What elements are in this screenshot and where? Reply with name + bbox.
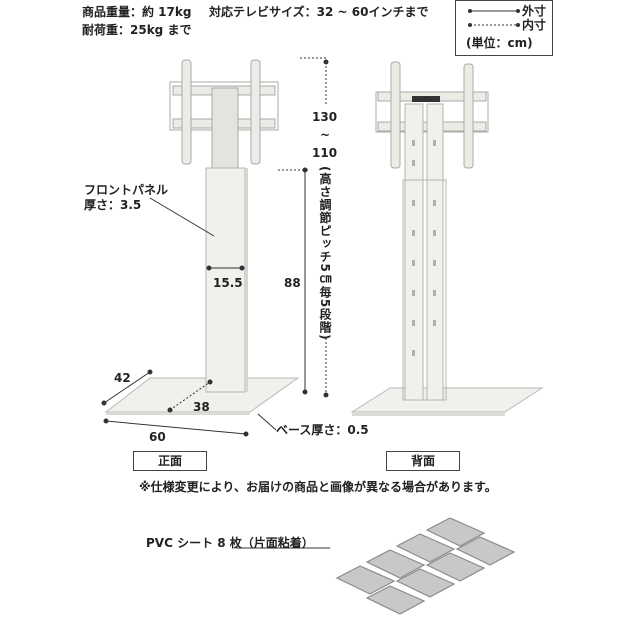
back-view-label-box: 背面 bbox=[386, 451, 460, 471]
back-stand bbox=[350, 61, 544, 416]
spec-weight: 商品重量：約 17kg bbox=[82, 5, 192, 19]
back-base-edge bbox=[352, 412, 505, 416]
dim-height-min: 110 bbox=[312, 146, 338, 160]
pvc-tile-3 bbox=[455, 536, 516, 566]
spec-tv-size: 対応テレビサイズ：32 ~ 60インチまで bbox=[209, 5, 429, 19]
legend-unit: (単位：cm) bbox=[466, 36, 533, 50]
legend-outer: 外寸 bbox=[522, 4, 547, 18]
dim-base-thickness: ベース厚さ：0.5 bbox=[276, 423, 369, 437]
legend-arrows bbox=[468, 9, 520, 27]
front-arm-right bbox=[250, 59, 261, 165]
back-rail-right bbox=[426, 103, 444, 401]
pvc-tile-2 bbox=[395, 533, 456, 563]
front-arm-left bbox=[181, 59, 192, 165]
pvc-tile-7 bbox=[395, 568, 456, 598]
dim-base-width: 60 bbox=[149, 430, 166, 444]
legend-inner: 内寸 bbox=[522, 18, 547, 32]
pvc-sheets bbox=[236, 517, 516, 615]
dim-height-sep: ~ bbox=[320, 128, 331, 142]
unit-legend: 外寸 内寸 (単位：cm) bbox=[455, 0, 553, 56]
dim-pole-height: 88 bbox=[284, 276, 301, 290]
front-stand bbox=[104, 59, 300, 415]
dim-panel-thickness: 厚さ：3.5 bbox=[84, 198, 142, 212]
dim-base-inner: 38 bbox=[193, 400, 210, 414]
front-panel bbox=[205, 167, 246, 393]
back-clamp bbox=[412, 96, 440, 102]
dim-pitch-note: (高さ調節ピッチ5㎝毎5段階) bbox=[318, 166, 332, 341]
dim-panel-label: フロントパネル bbox=[84, 183, 169, 197]
front-pole bbox=[211, 87, 239, 169]
dim-panel-width: 15.5 bbox=[213, 276, 243, 290]
front-view-label-box: 正面 bbox=[133, 451, 207, 471]
back-arm-left bbox=[390, 61, 401, 169]
dim-base-depth: 42 bbox=[114, 371, 131, 385]
pvc-tile-4 bbox=[365, 549, 426, 579]
front-view-label: 正面 bbox=[157, 454, 182, 468]
pvc-tile-8 bbox=[365, 585, 426, 615]
pvc-tile-1 bbox=[425, 517, 486, 547]
spec-load: 耐荷重：25kg まで bbox=[82, 23, 192, 37]
back-arm-right bbox=[463, 63, 474, 169]
front-panel-side bbox=[245, 168, 248, 392]
back-view-label: 背面 bbox=[410, 454, 435, 468]
spec-change-notice: ※仕様変更により、お届けの商品と画像が異なる場合があります。 bbox=[139, 480, 497, 494]
front-dimensions bbox=[101, 57, 329, 437]
pvc-sheet-label: PVC シート 8 枚（片面粘着） bbox=[146, 536, 314, 550]
back-rail-frame bbox=[402, 179, 447, 401]
pvc-tile-5 bbox=[425, 552, 486, 582]
back-rail-holes bbox=[412, 140, 436, 356]
dim-height-max: 130 bbox=[312, 110, 338, 124]
front-base-edge bbox=[106, 412, 250, 415]
back-base-plate bbox=[350, 387, 544, 413]
pvc-tile-6 bbox=[335, 565, 396, 595]
